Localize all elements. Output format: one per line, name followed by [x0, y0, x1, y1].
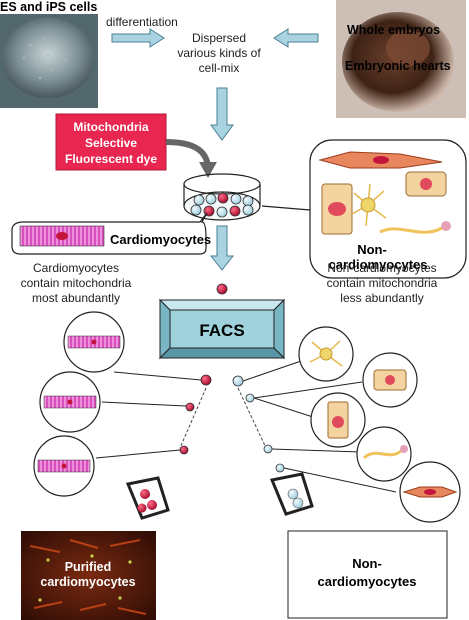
right-stream — [232, 326, 461, 523]
blue-droplet — [275, 463, 285, 473]
facs-label: FACS — [199, 321, 244, 340]
es-ips-photo — [0, 14, 98, 108]
arrow-left-icon — [273, 28, 319, 48]
cardio-desc-1: Cardiomyocytes — [33, 261, 119, 275]
noncardio-desc-2: contain mitochondria — [327, 276, 438, 290]
cardiomyocyte-callout — [11, 212, 208, 255]
cardiomyocytes-callout-label: Cardiomyocytes — [110, 232, 211, 247]
final-noncardio-box — [287, 530, 448, 619]
curved-arrow-icon — [165, 139, 217, 178]
cardio-collection-tube — [125, 476, 170, 520]
es-ips-label: ES and iPS cells — [0, 0, 97, 14]
cardio-desc-3: most abundantly — [32, 291, 120, 305]
red-droplet — [200, 374, 212, 386]
final-noncardio-line-2: cardiomyocytes — [318, 574, 417, 589]
noncardio-callout-line-1: Non- — [357, 242, 387, 257]
noncardio-callout — [261, 139, 467, 279]
arrow-down-icon — [209, 225, 235, 271]
purified-line-1: Purified — [65, 560, 112, 574]
dispersed-line-1: Dispersed — [192, 31, 246, 45]
dye-box — [55, 113, 167, 171]
differentiation-label: differentiation — [106, 15, 178, 29]
arrow-right-icon — [111, 28, 165, 48]
dye-line-2: Selective — [85, 136, 137, 150]
noncardio-desc-1: Non-cardiomyocytes — [327, 261, 436, 275]
blue-droplet — [245, 393, 255, 403]
dye-line-1: Mitochondria — [73, 120, 149, 134]
noncardio-callout-line-2: cardiomyocytes — [329, 257, 428, 272]
facs-machine — [158, 298, 286, 360]
embryonic-hearts-label: Embryonic hearts — [345, 59, 451, 73]
dispersed-line-3: cell-mix — [199, 61, 240, 75]
arrow-down-icon — [210, 87, 234, 141]
purified-line-2: cardiomyocytes — [40, 575, 135, 589]
final-noncardio-line-1: Non- — [352, 556, 382, 571]
embryo-photo — [336, 0, 466, 118]
whole-embryos-label: Whole embryos — [347, 23, 440, 37]
left-stream — [33, 311, 212, 497]
dye-line-3: Fluorescent dye — [65, 152, 157, 166]
noncardio-collection-tube — [269, 472, 314, 516]
cardio-desc-2: contain mitochondria — [21, 276, 132, 290]
noncardio-desc-3: less abundantly — [340, 291, 423, 305]
red-droplet — [179, 445, 189, 455]
culture-dish — [183, 173, 261, 221]
purified-photo — [21, 531, 156, 620]
red-droplet — [185, 402, 195, 412]
dispersed-line-2: various kinds of — [177, 46, 261, 60]
blue-droplet — [263, 444, 273, 454]
blue-droplet — [232, 375, 244, 387]
cardiomyocyte-dot — [216, 283, 228, 295]
